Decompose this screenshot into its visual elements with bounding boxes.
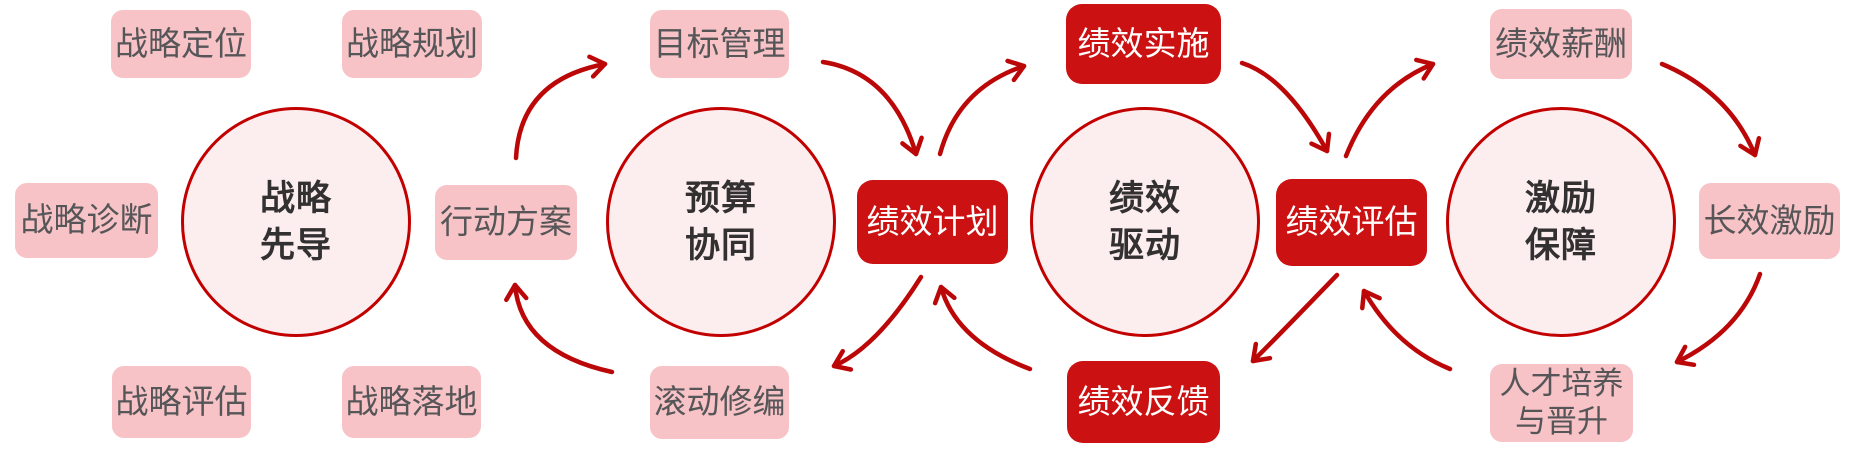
box-strategic-planning: 战略规划	[337, 5, 487, 83]
box-goal-management: 目标管理	[645, 5, 794, 83]
circle-strategy-lead-label: 战略 先导	[259, 178, 332, 265]
circle-strategy-lead: 战略 先导	[181, 107, 411, 337]
circle-performance-drive-label: 绩效 驱动	[1108, 178, 1181, 265]
arrow-performance-plan-to-implementation	[937, 58, 1027, 157]
box-strategic-landing: 战略落地	[337, 361, 486, 443]
arrow-long-term-incentive-to-talent	[1674, 271, 1763, 368]
box-performance-implementation: 绩效实施	[1066, 4, 1221, 84]
box-performance-plan: 绩效计划	[857, 180, 1008, 264]
arrow-performance-plan-to-rolling-revision	[831, 274, 924, 372]
arrow-action-plan-to-goal-management	[513, 54, 608, 161]
box-action-plan: 行动方案	[430, 180, 582, 265]
arrow-evaluation-to-feedback	[1250, 272, 1340, 364]
arrow-performance-pay-to-long-term-incentive	[1659, 61, 1762, 158]
arrow-goal-management-to-performance-plan	[820, 59, 924, 157]
box-performance-pay: 绩效薪酬	[1485, 4, 1637, 84]
box-strategic-diagnosis: 战略诊断	[10, 178, 163, 263]
box-rolling-revision: 滚动修编	[645, 361, 794, 444]
arrow-talent-to-evaluation	[1360, 288, 1453, 372]
box-performance-evaluation: 绩效评估	[1276, 179, 1427, 266]
arrow-rolling-revision-to-action-plan	[504, 282, 615, 375]
box-strategic-positioning: 战略定位	[106, 5, 256, 83]
circle-budget-synergy: 预算 协同	[606, 107, 836, 337]
circle-performance-drive: 绩效 驱动	[1030, 107, 1260, 337]
circle-budget-synergy-label: 预算 协同	[684, 178, 757, 265]
box-long-term-incentive: 长效激励	[1694, 178, 1845, 264]
box-strategic-evaluation: 战略评估	[107, 361, 256, 443]
box-talent-development-promotion: 人才培养 与晋升	[1485, 359, 1638, 447]
circle-incentive-guarantee: 激励 保障	[1446, 107, 1676, 337]
arrow-evaluation-to-performance-pay	[1343, 57, 1436, 159]
box-performance-feedback: 绩效反馈	[1067, 361, 1220, 443]
circle-incentive-guarantee-label: 激励 保障	[1524, 178, 1597, 265]
arrow-feedback-to-performance-plan	[932, 284, 1033, 372]
arrow-implementation-to-evaluation	[1239, 60, 1332, 154]
